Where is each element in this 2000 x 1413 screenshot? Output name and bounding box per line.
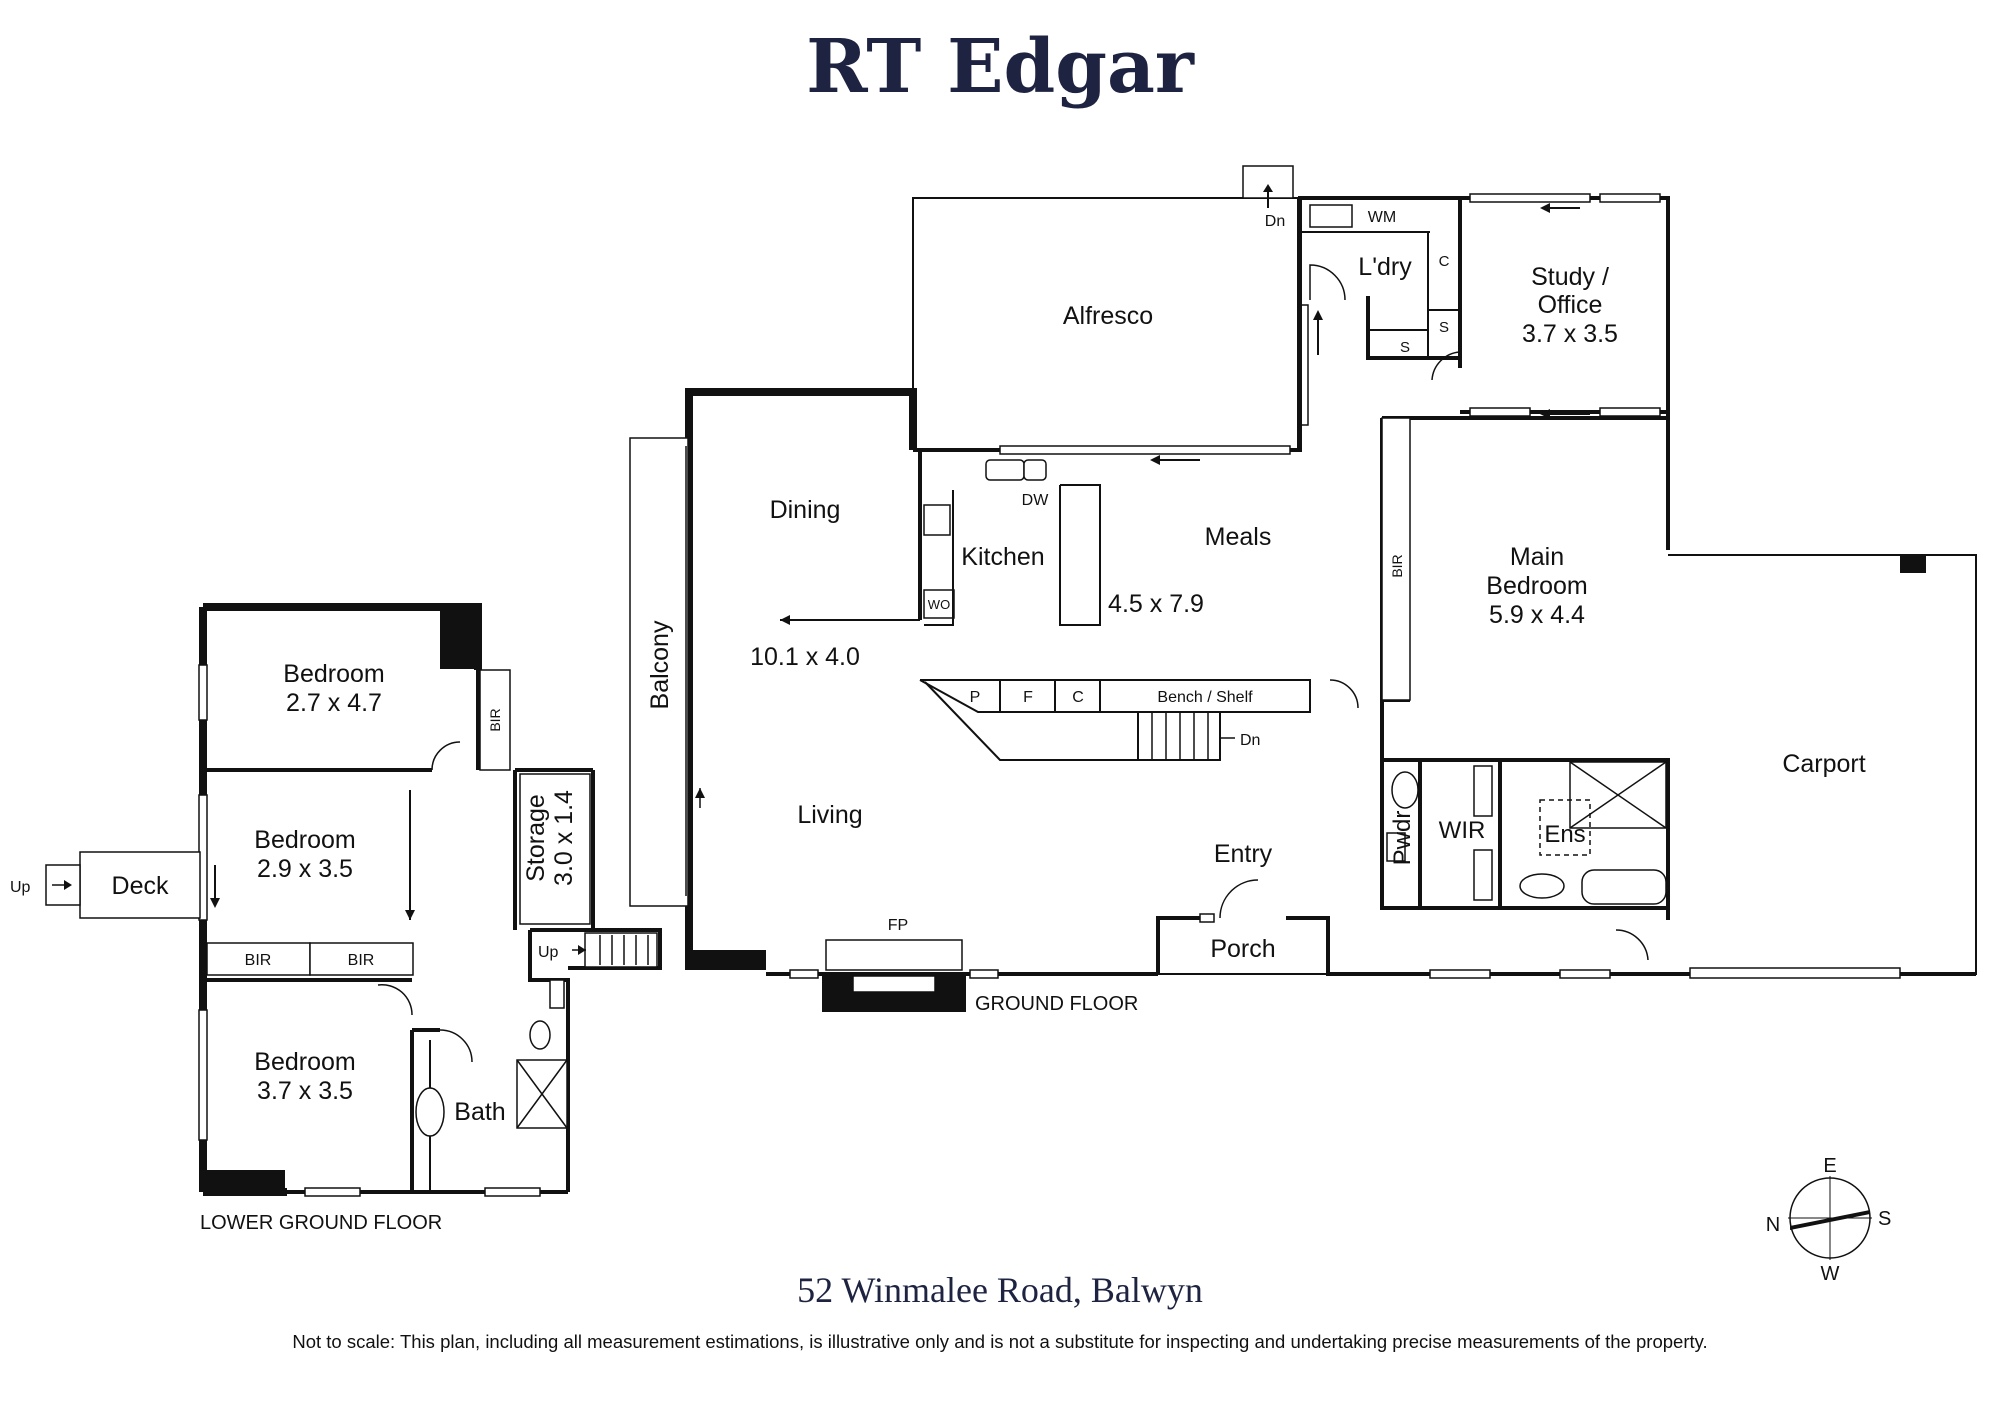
- address: 52 Winmalee Road, Balwyn: [797, 1270, 1203, 1310]
- label-up-deck: Up: [10, 879, 31, 896]
- room-bed3: Bedroom: [254, 1048, 355, 1076]
- room-balcony: Balcony: [646, 620, 674, 709]
- label-bir-left: BIR: [245, 952, 272, 969]
- room-storage: Storage: [522, 794, 550, 882]
- room-ens: Ens: [1544, 821, 1585, 848]
- compass-icon: E S W N: [1766, 1155, 1892, 1285]
- label-wm: WM: [1368, 209, 1396, 226]
- label-dn-stairs: Dn: [1240, 732, 1260, 749]
- room-entry: Entry: [1214, 840, 1273, 868]
- room-dining: Dining: [770, 496, 841, 524]
- room-main-dim: 5.9 x 4.4: [1489, 601, 1585, 629]
- label-dn-alfresco: Dn: [1265, 213, 1285, 230]
- room-main-line1: Main: [1510, 543, 1564, 571]
- compass-e: E: [1823, 1155, 1836, 1177]
- room-bed3-dim: 3.7 x 3.5: [257, 1077, 353, 1105]
- room-bed2-dim: 2.9 x 3.5: [257, 855, 353, 883]
- room-alfresco: Alfresco: [1063, 302, 1153, 330]
- label-s-laundry-2: S: [1400, 339, 1410, 356]
- label-bir-right: BIR: [348, 952, 375, 969]
- room-deck: Deck: [112, 872, 169, 900]
- label-ground-floor: GROUND FLOOR: [975, 993, 1138, 1015]
- label-bir-main: BIR: [1389, 554, 1405, 577]
- label-dw: DW: [1022, 492, 1050, 509]
- label-lower-ground-floor: LOWER GROUND FLOOR: [200, 1212, 442, 1234]
- room-wir: WIR: [1439, 817, 1486, 844]
- room-living-dim: 10.1 x 4.0: [750, 643, 860, 671]
- compass-w: W: [1821, 1263, 1840, 1285]
- lower-ground-floor-plan: BIR Bedroom 2.7 x 4.7 Bedroom 2.9 x 3.5 …: [10, 603, 662, 1234]
- room-study-dim: 3.7 x 3.5: [1522, 320, 1618, 348]
- room-bed1-dim: 2.7 x 4.7: [286, 689, 382, 717]
- room-study-line1: Study /: [1531, 263, 1609, 291]
- room-pwdr: Pwdr: [1389, 811, 1416, 866]
- label-bench-shelf: Bench / Shelf: [1157, 689, 1253, 706]
- label-s-laundry-1: S: [1439, 319, 1449, 336]
- room-study-line2: Office: [1538, 291, 1603, 319]
- room-porch: Porch: [1210, 935, 1275, 963]
- room-living: Living: [797, 801, 862, 829]
- disclaimer: Not to scale: This plan, including all m…: [292, 1331, 1707, 1352]
- room-meals-dim: 4.5 x 7.9: [1108, 590, 1204, 618]
- room-bed2: Bedroom: [254, 826, 355, 854]
- label-up-stairs: Up: [538, 944, 559, 961]
- brand-logo: RT Edgar: [806, 24, 1195, 110]
- room-carport: Carport: [1782, 750, 1865, 778]
- label-fp: FP: [888, 917, 908, 934]
- compass-n: N: [1766, 1214, 1780, 1236]
- compass-s: S: [1878, 1208, 1891, 1230]
- room-kitchen: Kitchen: [961, 543, 1044, 571]
- label-p: P: [970, 689, 981, 706]
- room-laundry: L'dry: [1358, 253, 1412, 281]
- room-bath: Bath: [454, 1098, 505, 1126]
- label-c-laundry: C: [1439, 253, 1450, 270]
- label-f: F: [1023, 689, 1033, 706]
- room-meals: Meals: [1205, 523, 1272, 551]
- label-bir-bed1: BIR: [487, 708, 503, 731]
- room-bed1: Bedroom: [283, 660, 384, 688]
- label-c-bench: C: [1072, 689, 1084, 706]
- room-main-line2: Bedroom: [1486, 572, 1587, 600]
- ground-floor-plan: WM C S S L'dry Study / Office 3.7 x 3.5 …: [629, 165, 1977, 1015]
- label-wo: WO: [928, 597, 950, 612]
- room-storage-dim: 3.0 x 1.4: [550, 790, 578, 886]
